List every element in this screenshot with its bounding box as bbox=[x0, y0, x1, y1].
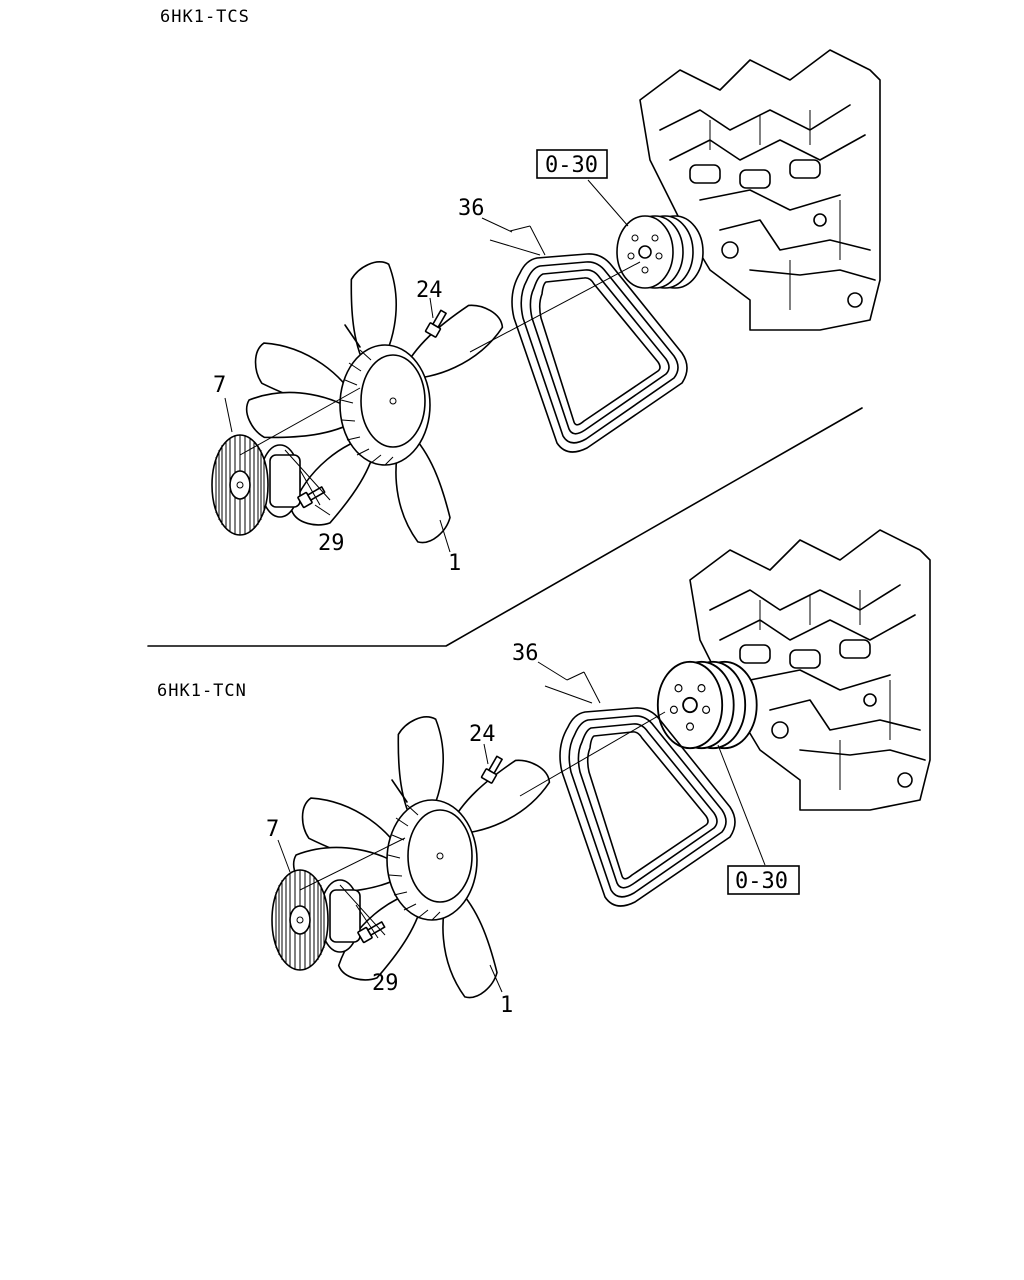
variant-title: 6HK1-TCS bbox=[160, 7, 250, 27]
callout-bolt-upper: 24 bbox=[416, 278, 443, 303]
variant-title: 6HK1-TCN bbox=[157, 681, 247, 701]
callout-belt: 36 bbox=[512, 641, 539, 666]
callout-fan: 1 bbox=[448, 551, 461, 576]
callout-fan-clutch: 7 bbox=[213, 373, 226, 398]
fan-clutch bbox=[211, 434, 301, 536]
callout-bolt-lower: 29 bbox=[318, 531, 345, 556]
reference-label: 0-30 bbox=[545, 153, 598, 178]
variant-upper: 6HK1-TCS 36 24 7 29 1 0-30 bbox=[160, 7, 881, 576]
callout-belt: 36 bbox=[458, 196, 485, 221]
callout-fan: 1 bbox=[500, 993, 513, 1018]
variant-lower: 6HK1-TCN 36 24 7 29 1 0-30 bbox=[157, 529, 931, 1018]
callout-bolt-lower: 29 bbox=[372, 971, 399, 996]
reference-box bbox=[536, 149, 608, 179]
callout-fan-clutch: 7 bbox=[266, 817, 279, 842]
reference-box bbox=[727, 865, 800, 895]
variant-separator bbox=[147, 407, 863, 647]
crank-pulley bbox=[616, 215, 704, 289]
cooling-fan bbox=[291, 714, 554, 1002]
callout-bolt-upper: 24 bbox=[469, 722, 496, 747]
reference-label: 0-30 bbox=[735, 869, 788, 894]
